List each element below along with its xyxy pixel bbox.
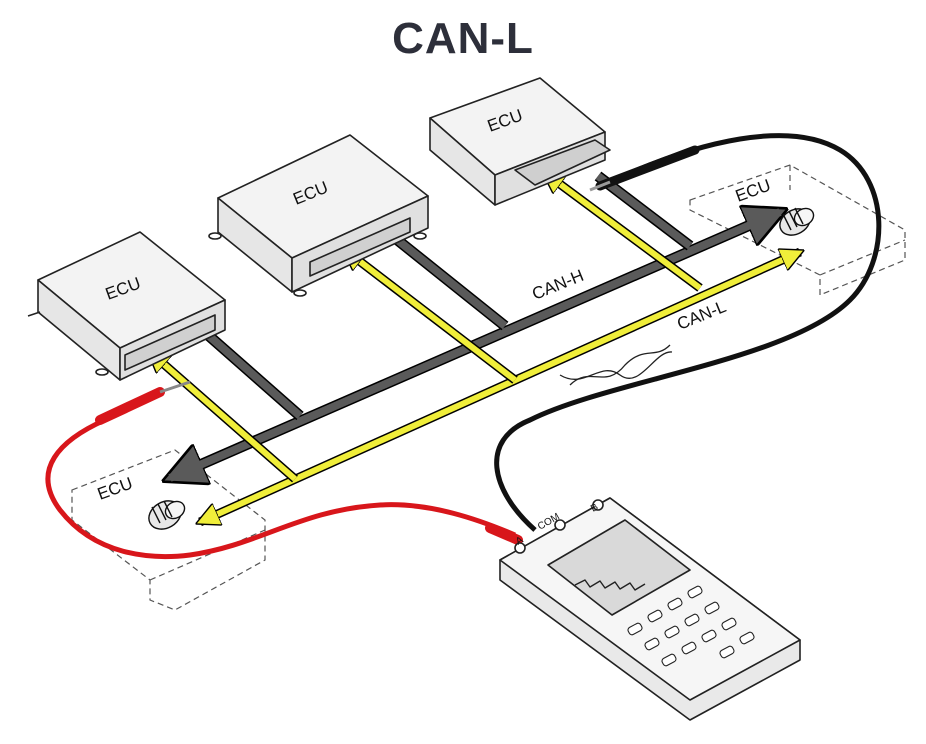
scope-screen: [547, 519, 691, 616]
terminator-left: [148, 500, 186, 530]
black-probe: [494, 133, 882, 532]
scope-keypad: [627, 585, 755, 667]
can-l-wires: [150, 173, 800, 527]
diagram-title: CAN-L: [392, 14, 534, 63]
terminator-box-left: [71, 449, 266, 611]
ecu-box-top: [429, 77, 611, 206]
meter-port-b: B: [589, 502, 601, 515]
ecu-box-middle: [208, 134, 429, 297]
scope-meter: [499, 497, 801, 721]
red-probe: [45, 380, 523, 559]
ecu-label-right-terminator: ECU: [733, 176, 773, 206]
meter-port-a: A: [514, 535, 526, 548]
terminator-right: [779, 207, 815, 236]
scope-waveform: [574, 579, 646, 591]
can-l-trunk: [200, 252, 800, 522]
ecu-box-left: [27, 231, 226, 381]
twisted-pair-symbol: [559, 344, 673, 386]
